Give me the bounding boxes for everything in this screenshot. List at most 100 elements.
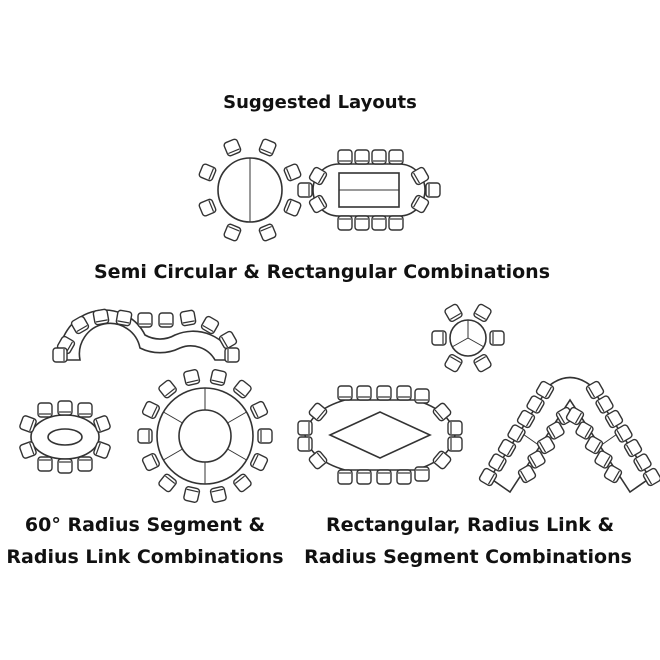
chair-icon — [141, 400, 160, 420]
chair-icon — [623, 438, 643, 458]
section-semi-circular: Semi Circular & Rectangular Combinations — [93, 261, 551, 283]
chair-icon — [258, 223, 277, 242]
chair-icon — [425, 182, 441, 198]
chair-icon — [396, 385, 412, 401]
chair-icon — [584, 435, 604, 455]
chair-icon — [489, 330, 505, 346]
chair-icon — [209, 369, 227, 386]
chair-icon — [614, 424, 633, 443]
caption-left-line2: Radius Link Combinations — [6, 546, 284, 568]
chair-icon — [527, 450, 546, 469]
chair-icon — [371, 215, 387, 231]
chair-icon — [19, 415, 37, 433]
v-shape-layout — [478, 376, 660, 494]
chair-icon — [535, 380, 555, 400]
chair-icon — [473, 303, 492, 323]
chair-icon — [371, 149, 387, 165]
chair-icon — [308, 402, 328, 422]
chair-icon — [507, 424, 526, 443]
chair-icon — [337, 385, 353, 401]
chair-icon — [354, 149, 370, 165]
chair-icon — [297, 182, 313, 198]
chair-icon — [158, 379, 177, 399]
title: Suggested Layouts — [223, 92, 417, 113]
chair-icon — [356, 469, 372, 485]
chair-icon — [575, 421, 594, 440]
round-table-layout — [198, 138, 302, 242]
chair-icon — [410, 166, 430, 186]
chair-icon — [536, 435, 556, 455]
chair-icon — [250, 452, 269, 472]
chair-icon — [37, 402, 53, 418]
chair-icon — [432, 402, 452, 422]
chair-icon — [376, 385, 392, 401]
chair-icon — [223, 223, 242, 242]
chair-icon — [258, 138, 277, 157]
chair-icon — [179, 309, 197, 327]
chair-icon — [488, 453, 507, 472]
chair-icon — [337, 149, 353, 165]
chair-icon — [224, 347, 240, 363]
chair-icon — [473, 353, 492, 373]
chair-icon — [52, 347, 68, 363]
chair-icon — [93, 415, 111, 433]
chair-icon — [70, 315, 90, 335]
chair-icon — [257, 428, 273, 444]
chair-icon — [388, 149, 404, 165]
ring-layout — [137, 369, 273, 503]
chair-icon — [233, 473, 252, 493]
serpentine-layout — [52, 308, 240, 363]
chair-icon — [57, 458, 73, 474]
chair-icon — [233, 379, 252, 399]
chair-icon — [308, 194, 328, 214]
chair-icon — [93, 441, 111, 459]
chair-icon — [77, 456, 93, 472]
chair-icon — [594, 450, 613, 469]
small-round-layout — [431, 303, 505, 373]
chair-icon — [250, 400, 269, 420]
chair-icon — [516, 409, 536, 429]
chair-icon — [354, 215, 370, 231]
chair-icon — [218, 330, 238, 350]
chair-icon — [432, 450, 452, 470]
chair-icon — [447, 420, 463, 436]
chair-icon — [565, 406, 585, 426]
chair-icon — [183, 369, 201, 386]
chair-icon — [283, 163, 302, 182]
chair-icon — [526, 395, 545, 414]
chair-icon — [414, 466, 430, 482]
chair-icon — [209, 486, 227, 503]
chair-icon — [447, 436, 463, 452]
chair-icon — [158, 312, 174, 328]
chair-icon — [478, 467, 498, 487]
chair-icon — [198, 163, 217, 182]
chair-icon — [308, 166, 328, 186]
chair-icon — [308, 450, 328, 470]
chair-icon — [137, 312, 153, 328]
chair-icon — [158, 473, 177, 493]
oval-table-layout — [297, 149, 441, 231]
chair-icon — [57, 400, 73, 416]
chair-icon — [546, 421, 565, 440]
chair-icon — [283, 198, 302, 217]
chair-icon — [200, 315, 220, 335]
chair-icon — [642, 467, 660, 487]
chair-icon — [388, 215, 404, 231]
chair-icon — [137, 428, 153, 444]
chair-icon — [444, 303, 463, 323]
chair-icon — [92, 308, 110, 326]
chair-icon — [337, 215, 353, 231]
chair-icon — [223, 138, 242, 157]
chair-icon — [410, 194, 430, 214]
caption-right-line1: Rectangular, Radius Link & — [325, 514, 615, 536]
chair-icon — [376, 469, 392, 485]
diamond-layout — [297, 385, 463, 485]
small-oval-layout — [19, 400, 111, 474]
chair-icon — [356, 385, 372, 401]
chair-icon — [183, 486, 201, 503]
chair-icon — [603, 464, 623, 484]
chair-icon — [198, 198, 217, 217]
chair-icon — [337, 469, 353, 485]
caption-right-line2: Radius Segment Combinations — [304, 546, 632, 568]
